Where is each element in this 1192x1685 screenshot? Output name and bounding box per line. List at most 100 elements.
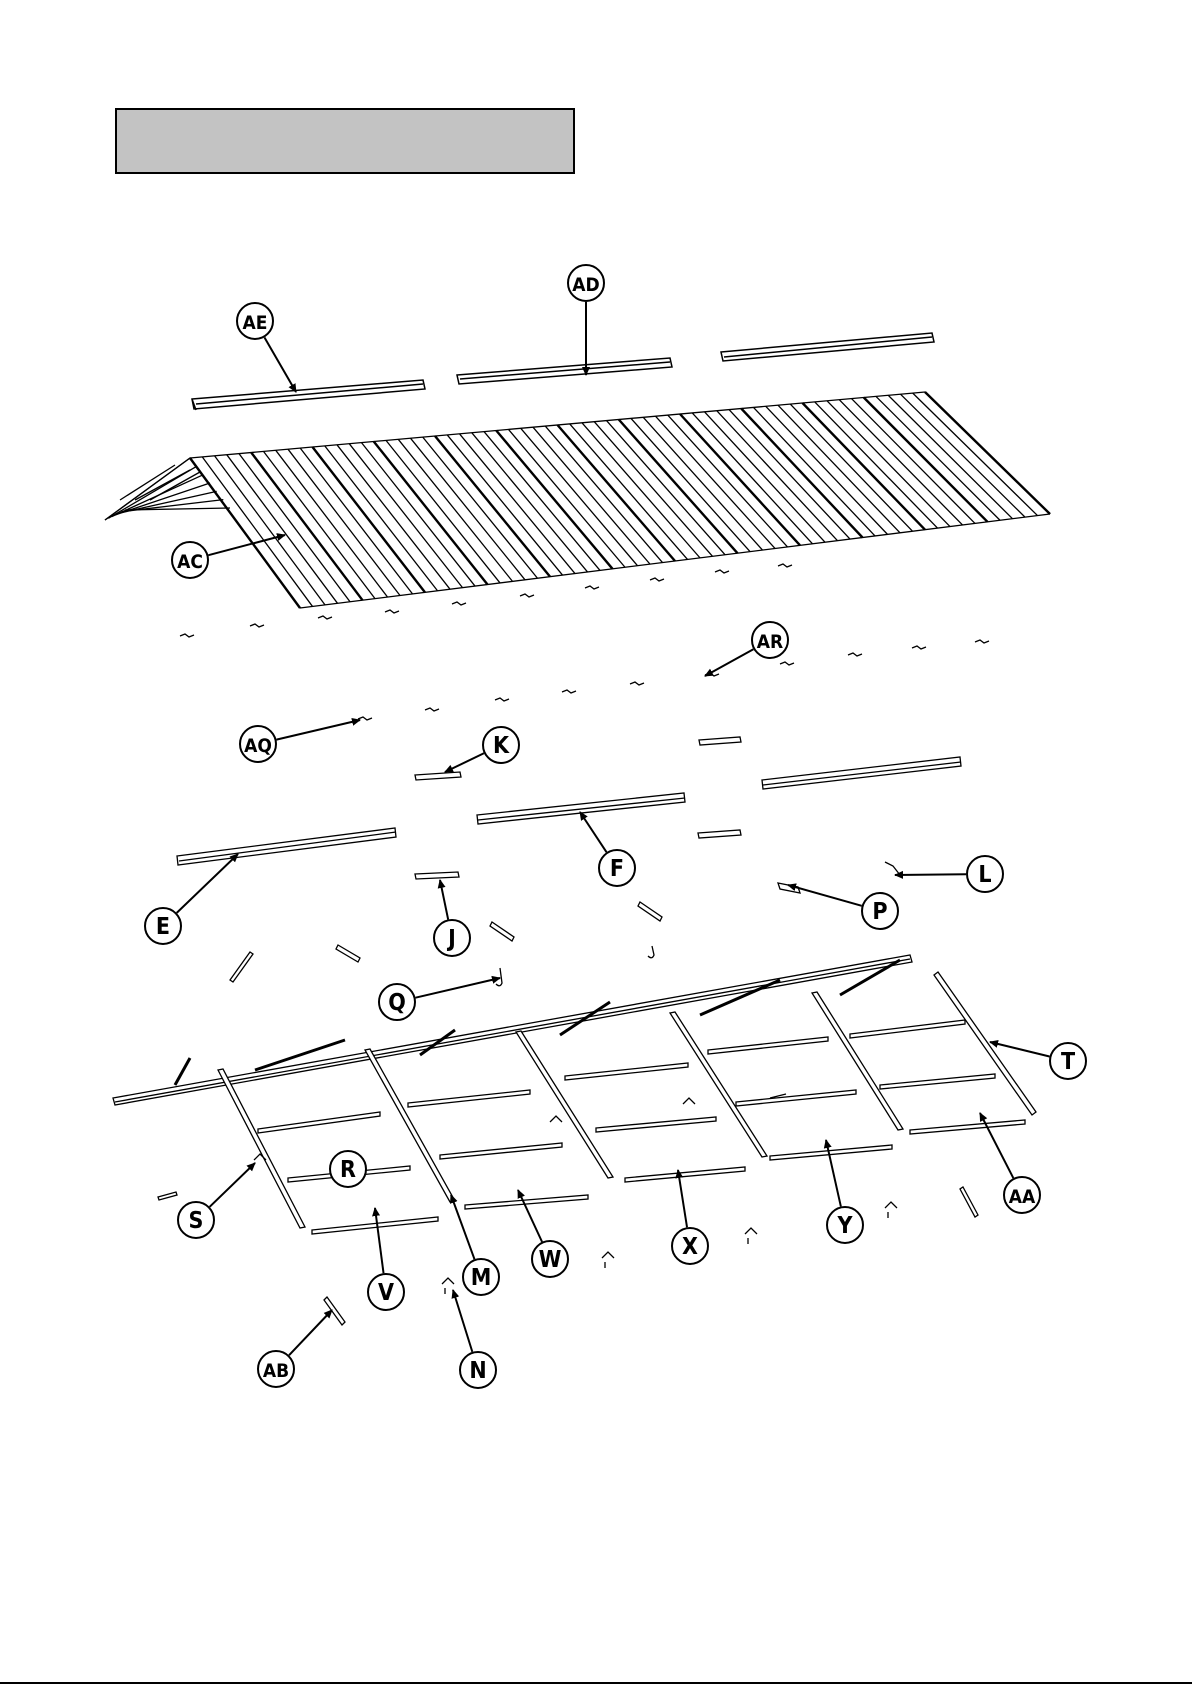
roof-panel-seam — [190, 458, 300, 608]
hook-q — [496, 968, 502, 986]
connector-mid — [698, 830, 741, 838]
callout-label: J — [446, 926, 456, 952]
purlin — [736, 1090, 856, 1106]
callout-leader — [990, 1042, 1050, 1057]
callout-l: L — [895, 856, 1003, 892]
purlin — [708, 1037, 828, 1054]
callout-leader — [678, 1170, 687, 1227]
rafter — [218, 1069, 305, 1228]
bottom-rule — [0, 1682, 1192, 1684]
callout-ad: AD — [568, 265, 604, 375]
fastener — [715, 570, 729, 573]
roof-rib — [888, 395, 1012, 518]
callout-label: R — [340, 1157, 356, 1183]
bracket-l — [885, 862, 900, 875]
roof-rib — [852, 399, 976, 524]
fastener — [848, 653, 862, 656]
callout-leader — [788, 885, 862, 906]
fastener — [495, 698, 509, 701]
fastener — [912, 646, 926, 649]
ridge-cap-left — [192, 380, 425, 410]
fastener — [385, 610, 399, 613]
beam-e — [177, 828, 396, 865]
fastener — [778, 564, 792, 567]
brace-4 — [638, 902, 662, 921]
callout-leader — [445, 753, 484, 772]
callout-leader — [518, 1190, 542, 1242]
purlin — [880, 1074, 995, 1089]
ridge-caps — [192, 333, 934, 410]
fastener — [318, 616, 332, 619]
callout-label: W — [539, 1247, 562, 1273]
roof-rib — [815, 402, 938, 528]
callout-label: AR — [757, 631, 783, 653]
callout-k: K — [445, 727, 519, 772]
fastener — [520, 594, 534, 597]
callout-aa: AA — [980, 1113, 1040, 1213]
callout-label: K — [493, 733, 510, 759]
callout-leader — [210, 1163, 255, 1207]
callout-leader — [895, 874, 966, 875]
callout-label: X — [682, 1234, 698, 1260]
callout-leader — [265, 337, 296, 392]
brace-2 — [336, 945, 360, 962]
callout-label: AC — [177, 551, 203, 573]
callout-label: AE — [243, 312, 268, 334]
roof-frame — [113, 955, 1036, 1325]
ridge-cap-middle — [457, 358, 672, 384]
callout-label: V — [378, 1280, 394, 1306]
callout-s: S — [178, 1163, 255, 1238]
purlin — [408, 1090, 530, 1107]
callout-m: M — [451, 1195, 499, 1295]
callout-leader — [289, 1310, 332, 1355]
callout-label: N — [469, 1358, 486, 1384]
purlin — [770, 1145, 892, 1160]
rafter — [516, 1031, 613, 1178]
fastener — [585, 586, 599, 589]
purlin — [440, 1143, 562, 1159]
fastener — [250, 624, 264, 627]
rafter — [365, 1049, 455, 1202]
connector-top — [699, 737, 741, 745]
roof-rib — [202, 457, 312, 607]
callout-label: P — [872, 899, 887, 925]
roof-rib — [827, 401, 950, 527]
callout-j: J — [434, 880, 470, 956]
callout-n: N — [453, 1290, 496, 1388]
callout-f: F — [580, 812, 635, 886]
fastener — [358, 717, 372, 720]
roof-rib — [105, 458, 190, 520]
rafters — [175, 960, 903, 1228]
roof-panel-seam — [864, 398, 988, 522]
roof-rib — [876, 396, 1000, 520]
fastener — [650, 578, 664, 581]
callout-q: Q — [379, 978, 500, 1020]
callout-leader — [580, 812, 607, 852]
connector-j — [415, 872, 459, 879]
callout-label: L — [978, 862, 991, 888]
fastener — [780, 662, 794, 665]
brace-3 — [490, 922, 514, 941]
fastener-rows — [180, 564, 989, 720]
ridge-cap-right — [721, 333, 934, 361]
fastener — [630, 682, 644, 685]
purlin — [850, 1020, 965, 1038]
fastener — [425, 708, 439, 711]
roof-rib — [913, 393, 1038, 515]
callout-leader — [276, 720, 360, 740]
callout-leader — [416, 978, 500, 998]
roof-rib — [901, 394, 1026, 517]
fastener — [975, 640, 989, 643]
callout-ac: AC — [172, 535, 285, 578]
roof-panel-seam — [803, 403, 926, 530]
callout-r: R — [330, 1151, 366, 1187]
callout-p: P — [788, 885, 898, 929]
roof-panels — [105, 392, 1050, 608]
callout-label: M — [471, 1265, 492, 1291]
hook-center — [648, 946, 654, 958]
callout-ar: AR — [705, 622, 788, 676]
purlin — [258, 1112, 380, 1133]
callout-label: T — [1061, 1049, 1075, 1075]
callout-leader — [453, 1290, 472, 1352]
